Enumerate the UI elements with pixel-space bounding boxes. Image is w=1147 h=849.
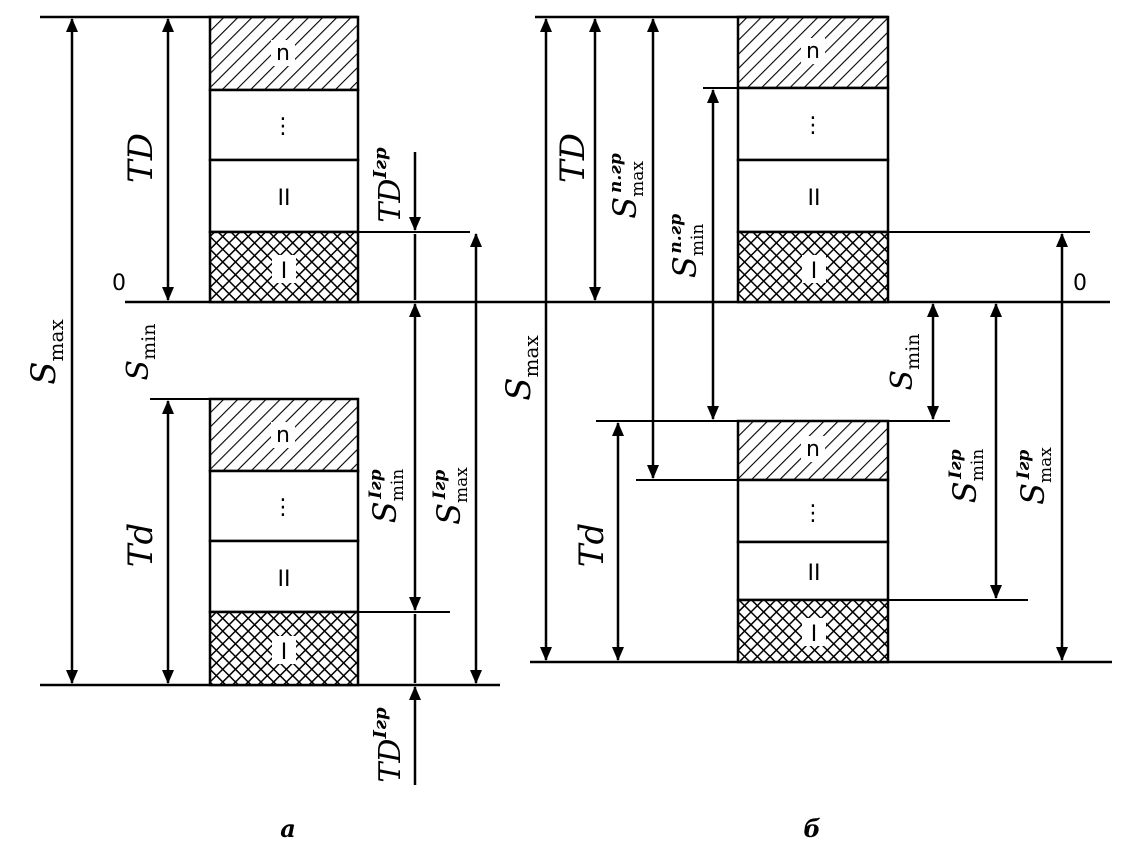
svg-text:Smax: Smax [499, 335, 543, 401]
smin-ngr-label: Sminn.гр [666, 214, 708, 278]
panel-b: n ⋮ II I n ⋮ II I 0 S [499, 15, 1112, 843]
zone-label-n: n [806, 437, 820, 462]
svg-text:SmaxIгр: SmaxIгр [430, 467, 472, 525]
zone-label-n: n [276, 423, 290, 448]
td-shaft-label-a: Td [121, 523, 161, 567]
smin-igr-label-b: SminIгр [946, 449, 988, 503]
hole-tolerance-field-a: n ⋮ II I [208, 15, 360, 304]
zone-label-2: II [278, 186, 291, 211]
hole-group-dots-a [208, 88, 360, 162]
svg-text:TD: TD [121, 133, 161, 183]
shaft-group-2-a [208, 539, 360, 614]
svg-text:TDIгр: TDIгр [370, 707, 408, 783]
svg-text:TDIгр: TDIгр [370, 147, 408, 223]
svg-text:Td: Td [121, 523, 161, 567]
zone-label-2: II [278, 567, 291, 592]
smax-ngr-label: Smaxn.гр [606, 153, 648, 219]
svg-text:Smaxn.гр: Smaxn.гр [606, 153, 648, 219]
smax-igr-label-a: SmaxIгр [430, 467, 472, 525]
caption-a: а [280, 814, 296, 843]
shaft-tolerance-field-b: n ⋮ II I [736, 419, 890, 664]
shaft-group-2-b [736, 540, 890, 602]
svg-text:Smax: Smax [24, 319, 68, 385]
smax-label-b: Smax [499, 335, 543, 401]
zone-label-1: I [281, 259, 288, 284]
td-hole-label-a: TD [121, 133, 161, 183]
zone-label-1: I [281, 640, 288, 665]
hole-group-dots-b [736, 86, 890, 162]
shaft-tolerance-field-a: n ⋮ II I [208, 397, 360, 687]
hole-group-2-a [208, 158, 360, 234]
zone-label-n: n [276, 41, 290, 66]
zone-label-2: II [808, 186, 821, 211]
td-igr-bottom-label: TDIгр [370, 707, 408, 783]
zone-label-dots: ⋮ [272, 114, 294, 139]
zero-label-b: 0 [1073, 271, 1087, 296]
zone-label-1: I [811, 259, 818, 284]
zone-label-n: n [806, 39, 820, 64]
zone-label-2: II [808, 561, 821, 586]
td-igr-top-label: TDIгр [370, 147, 408, 223]
svg-text:Smin: Smin [121, 324, 160, 381]
svg-text:SminIгр: SminIгр [366, 469, 408, 523]
zero-label-a: 0 [112, 271, 126, 296]
svg-text:TD: TD [553, 133, 593, 183]
hole-group-2-b [736, 158, 890, 234]
smin-label-a: Smin [121, 324, 160, 381]
zone-label-dots: ⋮ [272, 495, 294, 520]
td-shaft-label-b: Td [572, 523, 612, 567]
caption-b: б [803, 814, 820, 843]
hole-tolerance-field-b: n ⋮ II I [736, 15, 890, 304]
td-hole-label-b: TD [553, 133, 593, 183]
svg-text:Td: Td [572, 523, 612, 567]
svg-text:SmaxIгр: SmaxIгр [1014, 447, 1056, 505]
zone-label-dots: ⋮ [802, 113, 824, 138]
zone-label-dots: ⋮ [802, 501, 824, 526]
smin-igr-label-a: SminIгр [366, 469, 408, 523]
smax-label-a: Smax [24, 319, 68, 385]
zone-label-1: I [811, 622, 818, 647]
smax-igr-label-b: SmaxIгр [1014, 447, 1056, 505]
svg-text:Sminn.гр: Sminn.гр [666, 214, 708, 278]
svg-text:SminIгр: SminIгр [946, 449, 988, 503]
panel-a: n ⋮ II I n ⋮ II I 0 [24, 15, 1110, 843]
shaft-group-dots-a [208, 469, 360, 543]
smin-label-b: Smin [885, 334, 924, 391]
svg-text:Smin: Smin [885, 334, 924, 391]
